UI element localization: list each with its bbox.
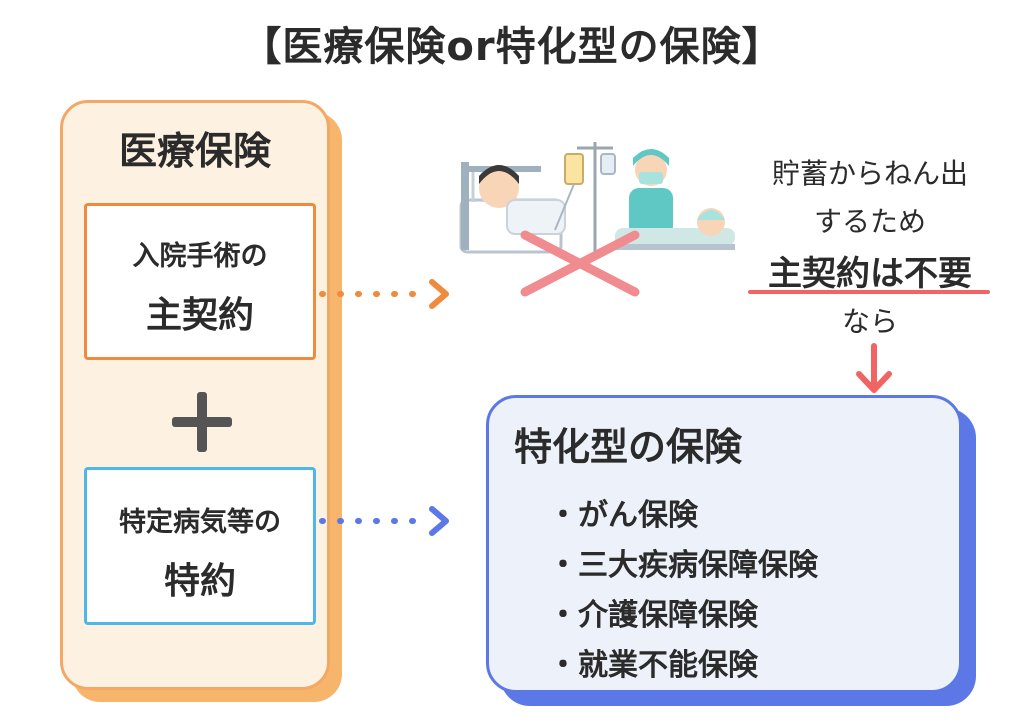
rider-box: 特定病気等の 特約 (84, 467, 316, 625)
main-contract-box: 入院手術の 主契約 (84, 203, 316, 360)
list-item: ・就業不能保険 (548, 648, 758, 683)
list-item: ・三大疾病保障保険 (548, 548, 818, 583)
page-title: 【医療保険or特化型の保険】 (241, 24, 783, 70)
note-line4: なら (841, 305, 898, 338)
main-contract-line2: 主契約 (145, 295, 254, 336)
list-item: ・がん保険 (548, 498, 698, 533)
main-contract-line1: 入院手術の (132, 241, 268, 272)
red-down-arrow-icon (856, 343, 892, 393)
plus-icon (172, 392, 232, 452)
note-underline (748, 290, 990, 294)
specialized-insurance-card (486, 395, 962, 693)
note-emphasis: 主契約は不要 (768, 254, 972, 294)
blue-dotted-arrow-icon (319, 506, 449, 536)
specialized-insurance-heading: 特化型の保険 (514, 425, 743, 469)
hospital-surgery-illustration-icon (459, 142, 735, 297)
rider-line2: 特約 (163, 561, 236, 602)
list-item: ・介護保障保険 (548, 598, 758, 633)
note-line1: 貯蓄からねん出 (771, 157, 968, 190)
rider-line1: 特定病気等の (119, 507, 281, 538)
orange-dotted-arrow-icon (319, 279, 449, 309)
note-line2: するため (813, 205, 926, 238)
medical-insurance-heading: 医療保険 (118, 129, 271, 173)
